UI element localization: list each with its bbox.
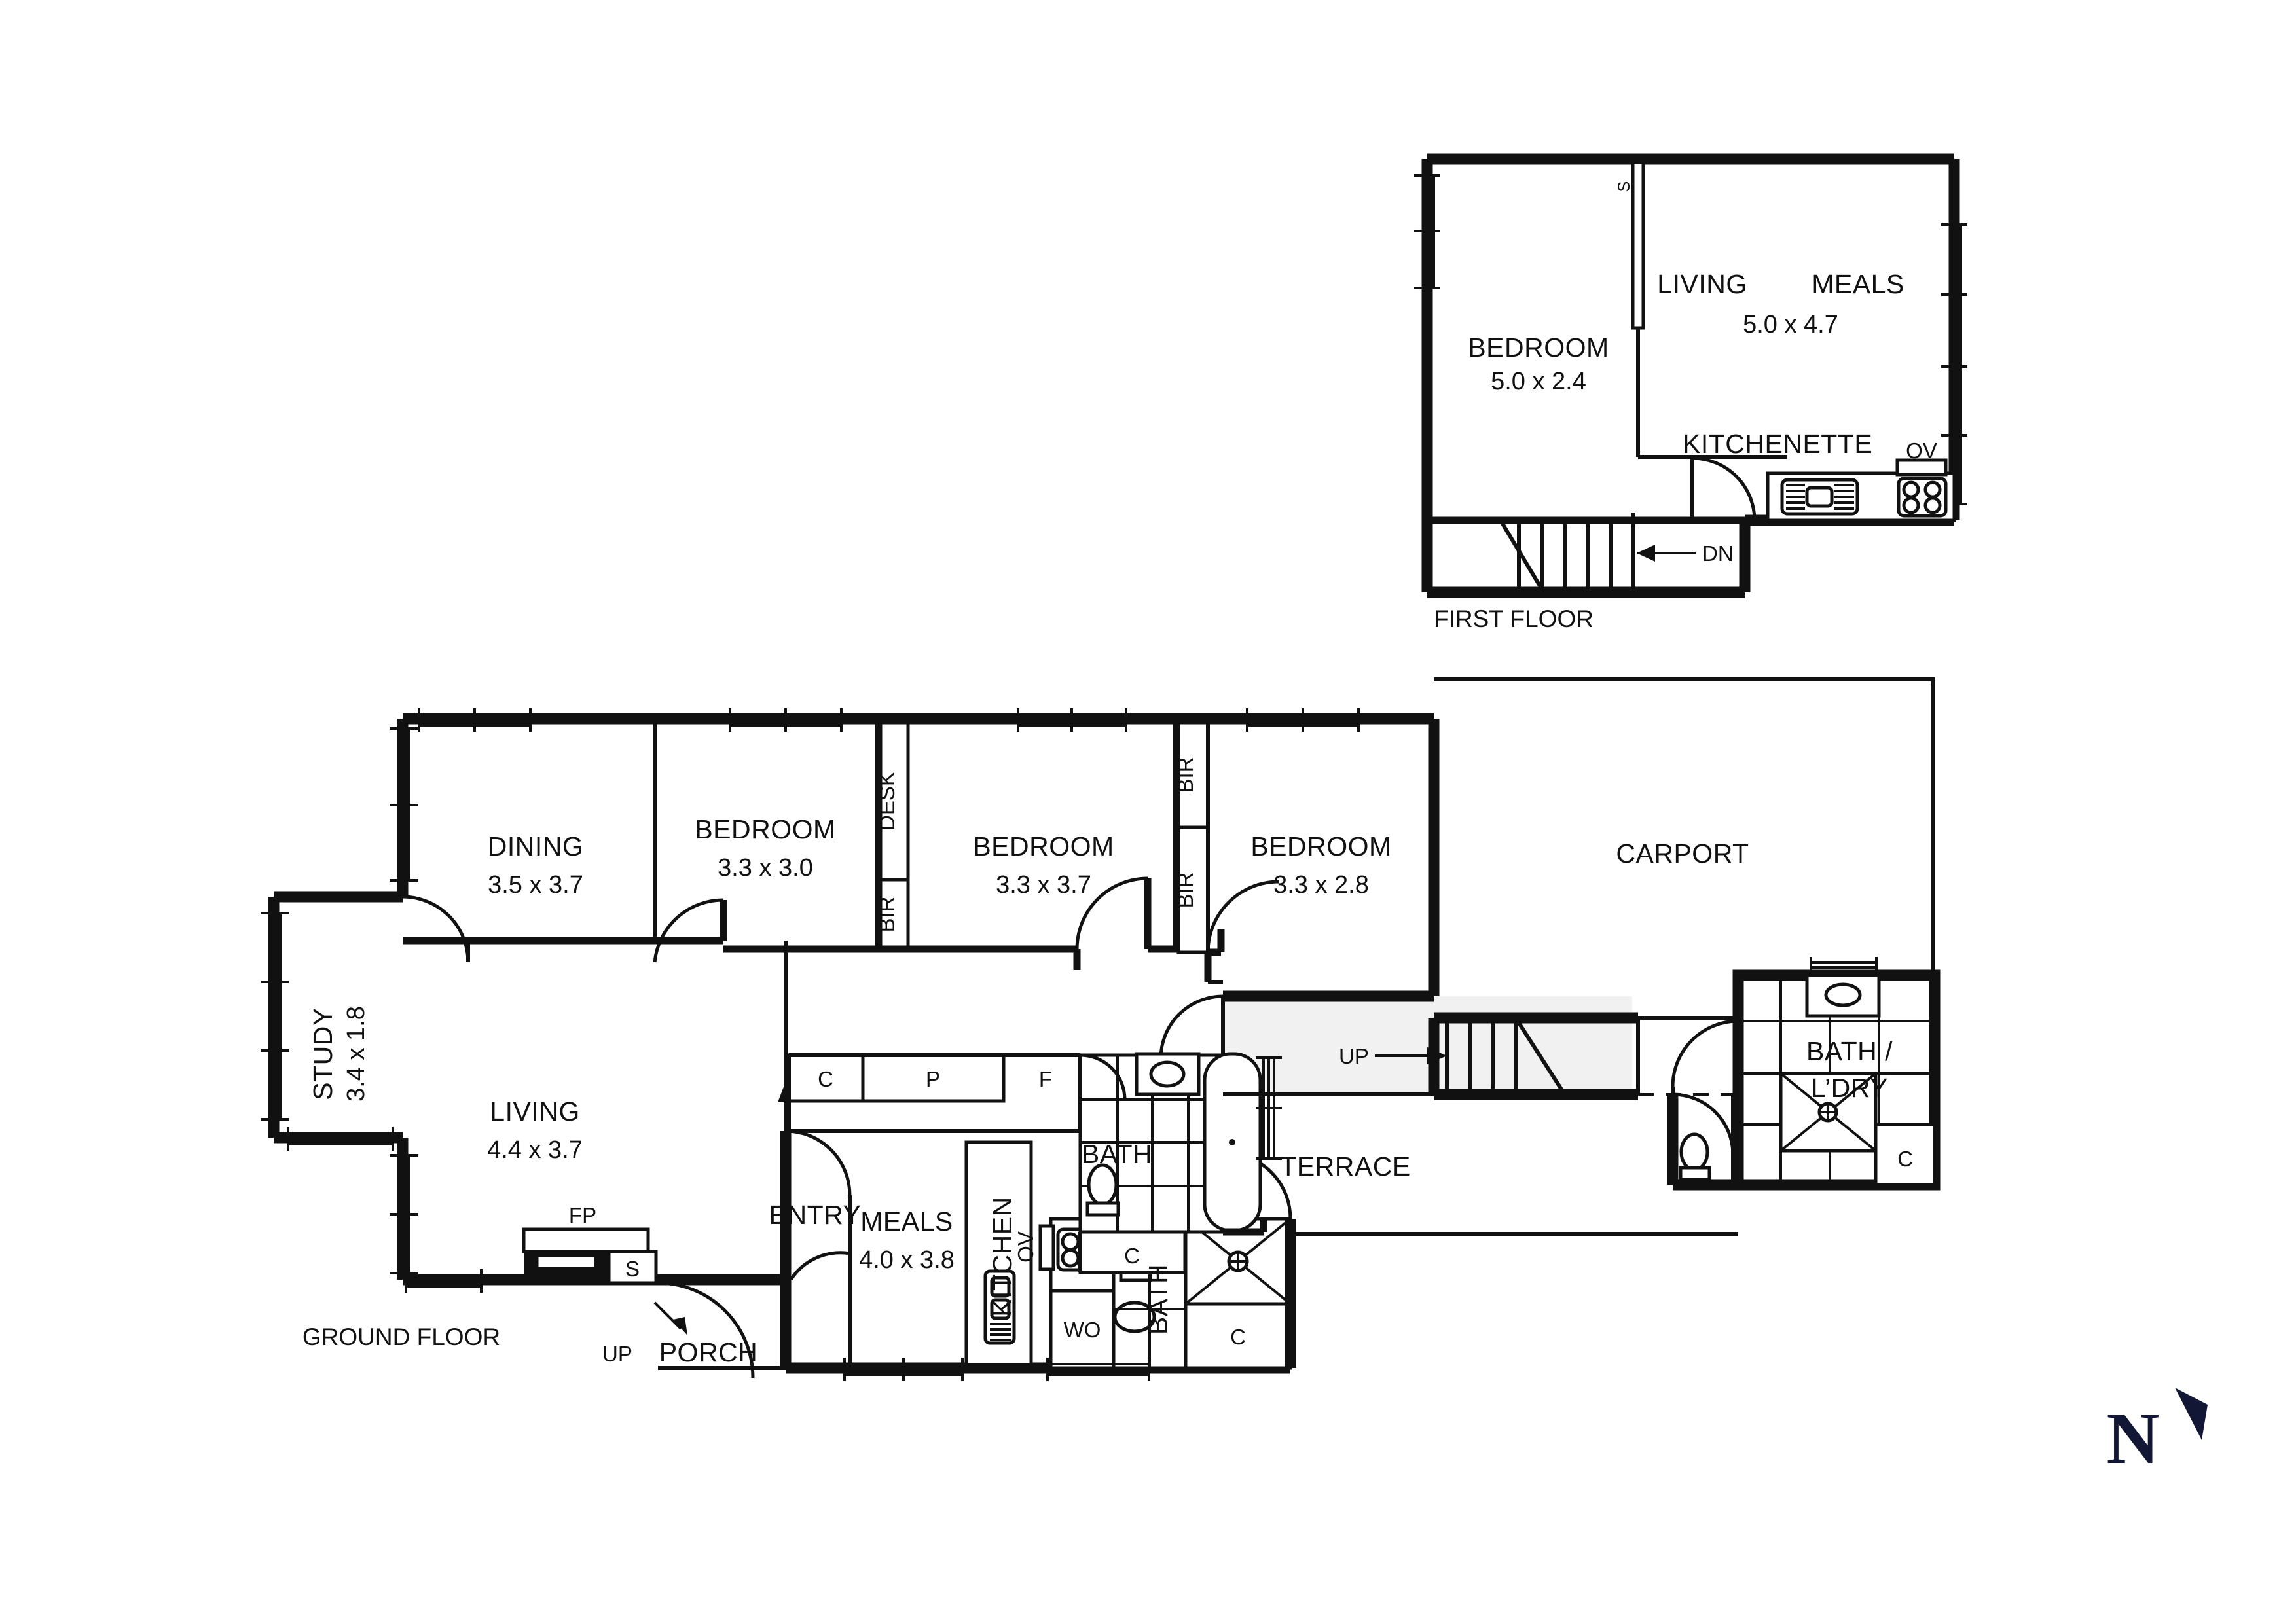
oven-label-gf: OV <box>1013 1231 1038 1263</box>
room-label-living: LIVING <box>490 1096 579 1126</box>
cupboard-label-4: C <box>1230 1325 1246 1349</box>
first-floor-staircase: DN <box>1501 513 1734 590</box>
first-floor-kitchenette-bench: OV <box>1766 439 1956 522</box>
room-dim-meals: 4.0 x 3.8 <box>859 1246 955 1274</box>
cupboard-label-1: C <box>818 1067 833 1091</box>
ground-floor-bath-laundry <box>1667 957 1941 1191</box>
room-label-bedroom-3: BEDROOM <box>1250 831 1391 861</box>
compass-north-label: N <box>2107 1398 2160 1479</box>
pantry-p <box>861 1053 1006 1103</box>
room-label-study: STUDY <box>308 1007 338 1100</box>
ground-floor-top-windows <box>418 708 1360 732</box>
room-dim-living: 4.4 x 3.7 <box>487 1136 583 1164</box>
room-label-carport: CARPORT <box>1616 838 1749 869</box>
oven-box <box>1038 1224 1055 1271</box>
bir-label-2: BIR <box>1173 757 1197 793</box>
room-dim-study: 3.4 x 1.8 <box>342 1006 370 1102</box>
cupboard-label-3: C <box>1124 1244 1140 1268</box>
wc-upper <box>1087 1163 1118 1206</box>
room-label-meals: MEALS <box>860 1206 953 1236</box>
room-dim-bedroom-2: 3.3 x 3.7 <box>996 871 1091 899</box>
room-label-ff-bedroom: BEDROOM <box>1468 333 1609 363</box>
shelf-marker-ff: S <box>1615 181 1633 192</box>
ground-floor-terrace: UP <box>1223 1012 1738 1236</box>
room-label-ff-meals: MEALS <box>1812 269 1904 299</box>
room-label-bedroom-1: BEDROOM <box>695 814 835 844</box>
room-label-terrace: TERRACE <box>1280 1151 1410 1181</box>
oven-label-ff: OV <box>1906 439 1937 463</box>
room-dim-bedroom-1: 3.3 x 3.0 <box>718 854 813 882</box>
ground-floor-upper-bath <box>1078 1052 1282 1274</box>
bir-closet-1 <box>879 878 910 951</box>
room-label-entry: ENTRY <box>769 1200 862 1230</box>
terrace-stair-landing <box>1223 996 1632 1094</box>
ground-floor-fireplace-porch: UP <box>522 1227 755 1379</box>
room-dim-dining: 3.5 x 3.7 <box>488 871 583 899</box>
cupboard-c4 <box>1184 1302 1292 1370</box>
stair-direction-dn: DN <box>1702 541 1734 566</box>
room-label-bath-upper: BATH <box>1082 1139 1152 1169</box>
desk-closet <box>879 721 910 882</box>
room-label-porch: PORCH <box>659 1337 758 1367</box>
ground-floor-labels: STUDY 3.4 x 1.8 DINING 3.5 x 3.7 BEDROOM… <box>302 757 1913 1367</box>
north-arrow-icon <box>2175 1388 2208 1440</box>
washer-label: WO <box>1064 1318 1101 1342</box>
room-label-kitchen: KITCHEN <box>987 1197 1017 1316</box>
desk-label: DESK <box>875 772 899 831</box>
first-floor-caption: FIRST FLOOR <box>1434 605 1594 632</box>
first-floor-stair-door <box>1690 456 1757 521</box>
cupboard-label-laundry: C <box>1897 1147 1913 1171</box>
ground-floor-north-partitions <box>402 719 1440 1094</box>
room-label-bath-ldry-1: BATH / <box>1806 1036 1893 1066</box>
bir-label-1: BIR <box>875 896 899 932</box>
room-dim-bedroom-3: 3.3 x 2.8 <box>1273 871 1369 899</box>
fireplace-hearth <box>522 1227 650 1253</box>
fireplace-label: FP <box>569 1203 596 1227</box>
laundry-basin <box>1805 973 1881 1018</box>
stair-up-porch-label: UP <box>602 1342 632 1366</box>
cupboard-c-laundry <box>1874 1123 1937 1187</box>
room-label-bath-ldry-2: L’DRY <box>1811 1073 1888 1103</box>
stair-up-terrace-label: UP <box>1339 1044 1369 1068</box>
first-floor-plan: S OV <box>1414 153 1967 632</box>
room-dim-ff-bedroom: 5.0 x 2.4 <box>1491 368 1586 395</box>
first-floor-partition: S <box>1615 160 1787 459</box>
shelf-label: S <box>625 1257 640 1281</box>
wc-laundry <box>1679 1132 1709 1172</box>
fridge-label: F <box>1039 1067 1052 1091</box>
bir-closet-3 <box>1176 825 1210 954</box>
ground-floor-caption: GROUND FLOOR <box>302 1324 500 1350</box>
bir-label-3: BIR <box>1173 872 1197 908</box>
shelf-box <box>607 1250 658 1285</box>
room-label-dining: DINING <box>488 831 584 861</box>
bir-closet-2 <box>1176 721 1210 829</box>
ground-floor-left-windows <box>261 727 483 1293</box>
pantry-label: P <box>926 1067 940 1091</box>
room-label-bath-lower: BATH <box>1143 1264 1173 1335</box>
ground-floor-plan: UP <box>261 677 1941 1381</box>
room-label-bedroom-2: BEDROOM <box>973 831 1114 861</box>
room-dim-ff-meals: 5.0 x 4.7 <box>1743 311 1838 338</box>
room-label-ff-living: LIVING <box>1657 269 1747 299</box>
compass-rose: N <box>2107 1388 2208 1479</box>
room-label-ff-kitchenette: KITCHENETTE <box>1683 429 1872 459</box>
